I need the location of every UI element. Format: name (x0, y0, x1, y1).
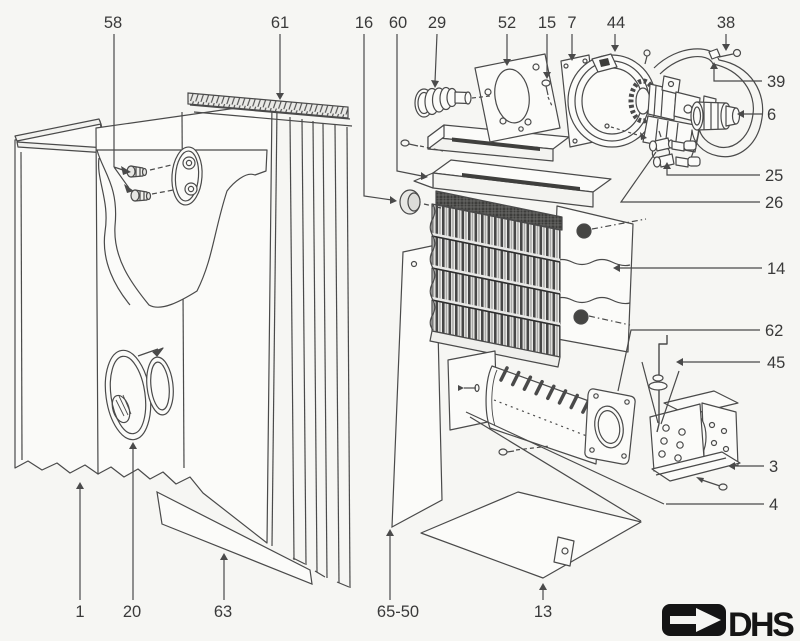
part-label-63: 63 (214, 603, 232, 621)
part-label-44: 44 (607, 14, 625, 32)
blower-assembly (414, 48, 764, 168)
tray-screw (400, 139, 444, 152)
leader-lines (76, 33, 764, 600)
part-label-6: 6 (767, 106, 776, 124)
outer-side-panel (14, 118, 108, 475)
part-label-61: 61 (271, 14, 289, 32)
burner-pin (458, 383, 480, 393)
knob-cap (399, 189, 442, 215)
bracket-screw (696, 477, 728, 491)
part-label-4: 4 (769, 496, 778, 514)
logo-arrow-icon (670, 608, 721, 632)
mounting-bolts-and-plate (126, 146, 203, 206)
part-label-38: 38 (717, 14, 735, 32)
part-label-3: 3 (769, 458, 778, 476)
bottom-panel (420, 491, 642, 579)
motor (604, 75, 717, 161)
part-label-20: 20 (123, 603, 141, 621)
wire-terminal (708, 48, 742, 60)
fan-mounting-plate (474, 53, 561, 143)
part-labels: 58 61 16 60 29 52 15 7 44 38 39 6 25 26 … (75, 14, 785, 621)
logo-text: DHS (728, 606, 794, 641)
left-casing-panels (14, 102, 278, 547)
burner-tube (485, 365, 601, 465)
blower-housing (567, 49, 657, 148)
part-label-14: 14 (767, 260, 785, 278)
heat-exchanger (399, 189, 647, 368)
part-label-1: 1 (75, 603, 84, 621)
rear-tall-panel (391, 244, 443, 529)
flexible-coupling (414, 86, 491, 118)
part-label-13: 13 (534, 603, 552, 621)
part-label-52: 52 (498, 14, 516, 32)
heat-exchanger-fin-block (429, 190, 563, 368)
part-label-15: 15 (538, 14, 556, 32)
part-label-39: 39 (767, 73, 785, 91)
part-label-65-50: 65-50 (377, 603, 419, 621)
capacitor-cylinder (690, 101, 741, 131)
part-label-60: 60 (389, 14, 407, 32)
burner-slots (499, 366, 591, 414)
mid-panel (156, 490, 313, 585)
rear-panel-channels (187, 92, 353, 589)
panel-tab (553, 536, 575, 567)
part-label-25: 25 (765, 167, 783, 185)
bolt-icon (130, 189, 152, 202)
burner-flange (584, 388, 636, 465)
part-label-29: 29 (428, 14, 446, 32)
part-label-7: 7 (567, 14, 576, 32)
bolt-icon (126, 165, 148, 178)
heat-exchanger-side-panel (551, 205, 647, 353)
lower-tray (413, 159, 612, 208)
part-label-16: 16 (355, 14, 373, 32)
gas-fittings (648, 130, 701, 168)
igniter-electrode (641, 335, 680, 433)
brand-logo: DHS (662, 604, 797, 641)
part-label-62: 62 (765, 322, 783, 340)
plate-screw (541, 79, 553, 107)
burner-screw (498, 445, 551, 456)
grommet-and-opening (104, 347, 174, 441)
burner-assembly (447, 350, 636, 465)
part-label-58: 58 (104, 14, 122, 32)
insulation-strip (187, 92, 353, 127)
support-trays (400, 124, 612, 208)
part-label-45: 45 (767, 354, 785, 372)
part-label-26: 26 (765, 194, 783, 212)
